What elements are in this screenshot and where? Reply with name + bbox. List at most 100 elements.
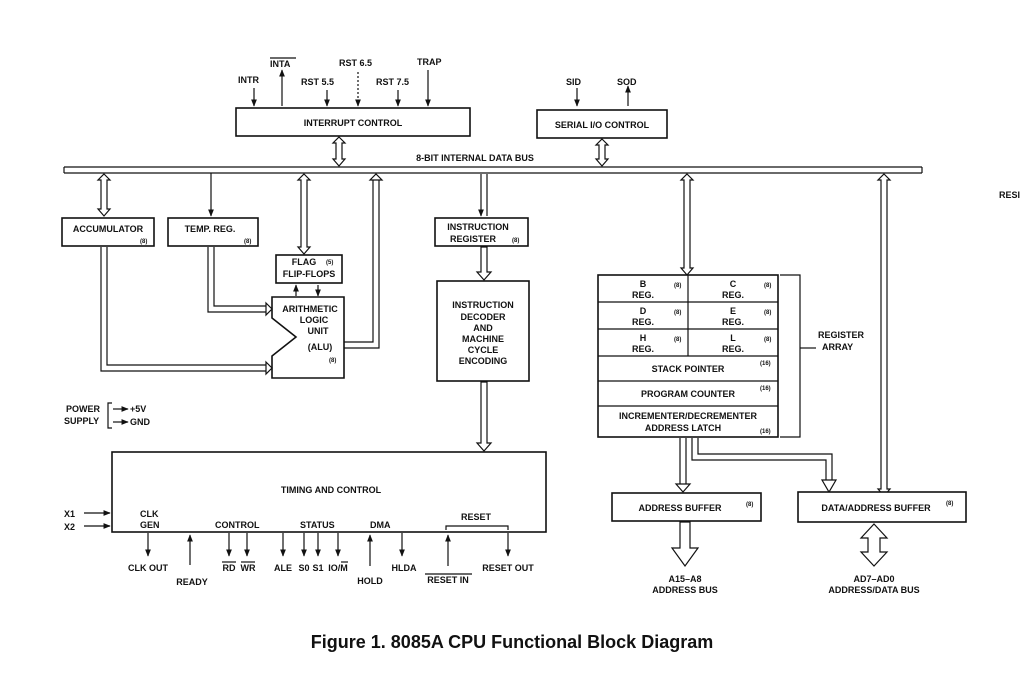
- hlda-label: HLDA: [392, 563, 417, 573]
- timing-control-block: [111, 451, 547, 533]
- bus-label: 8-BIT INTERNAL DATA BUS: [416, 153, 534, 163]
- address-bus-label-2: ADDRESS BUS: [652, 585, 718, 595]
- bottom-signals: [145, 533, 511, 566]
- temp-to-alu: [207, 247, 273, 317]
- serial-io-control-label: SERIAL I/O CONTROL: [555, 120, 650, 130]
- alu-width: (8): [329, 358, 336, 364]
- ir-label-2: REGISTER: [450, 234, 497, 244]
- gnd-label: GND: [130, 417, 151, 427]
- register-array-label-2: ARRAY: [822, 342, 853, 352]
- d-reg-label: D: [640, 306, 647, 316]
- alu-block: [271, 296, 345, 379]
- decoder-label-1: INSTRUCTION: [452, 300, 514, 310]
- ready-label: READY: [176, 577, 208, 587]
- register-array-label-1: REGISTER: [818, 330, 865, 340]
- d-width: (8): [674, 310, 681, 316]
- pc-width: (16): [760, 386, 771, 392]
- temp-reg-width: (8): [244, 239, 251, 245]
- clk-gen-label-2: GEN: [140, 520, 160, 530]
- s0-label: S0: [298, 563, 309, 573]
- intr-label: INTR: [238, 75, 259, 85]
- address-bus-arrow: [670, 521, 700, 568]
- flag-width: (5): [326, 260, 333, 266]
- rd-label: RD: [223, 563, 236, 573]
- reset-in-label: RESET IN: [427, 575, 469, 585]
- alu-label-2: LOGIC: [300, 315, 329, 325]
- sp-width: (16): [760, 361, 771, 367]
- c-reg-word: REG.: [722, 290, 744, 300]
- e-reg-word: REG.: [722, 317, 744, 327]
- flag-label-2: FLIP-FLOPS: [283, 269, 336, 279]
- internal-data-bus: [63, 166, 923, 174]
- clk-gen-label-1: CLK: [140, 509, 159, 519]
- serial-inputs: SID SOD: [566, 77, 637, 107]
- decoder-label-2: DECODER: [460, 312, 506, 322]
- l-width: (8): [764, 337, 771, 343]
- ir-label-1: INSTRUCTION: [447, 222, 509, 232]
- b-width: (8): [674, 283, 681, 289]
- serial-io-control-block: [536, 109, 668, 139]
- power-label-2: SUPPLY: [64, 416, 99, 426]
- figure-caption: Figure 1. 8085A CPU Functional Block Dia…: [310, 632, 714, 652]
- plus5v-label: +5V: [130, 404, 146, 414]
- data-bus-label-1: AD7–AD0: [853, 574, 894, 584]
- x2-label: X2: [64, 522, 75, 532]
- accumulator-block: [61, 217, 155, 247]
- address-buffer-block: [611, 492, 762, 522]
- decoder-label-5: CYCLE: [468, 345, 499, 355]
- wr-label: WR: [241, 563, 256, 573]
- data-address-buffer-block: [797, 491, 967, 523]
- dma-group-label: DMA: [370, 520, 391, 530]
- regarray-to-data-buffer: [691, 438, 838, 494]
- interrupt-inputs: INTR INTA RST 5.5 RST 6.5 RST 7.5 TRAP: [238, 57, 442, 107]
- register-array: [597, 274, 779, 438]
- rst75-label: RST 7.5: [376, 77, 409, 87]
- interrupt-control-label: INTERRUPT CONTROL: [304, 118, 403, 128]
- temp-reg-label: TEMP. REG.: [185, 224, 236, 234]
- reset-group-label: RESET: [461, 512, 492, 522]
- cropped-edge-text: RESI: [998, 190, 1020, 200]
- control-group-label: CONTROL: [215, 520, 260, 530]
- h-reg-label: H: [640, 333, 647, 343]
- regarray-to-address-buffer: [674, 438, 692, 493]
- addr-buf-width: (8): [746, 502, 753, 508]
- alu-label-4: (ALU): [308, 342, 333, 352]
- bus-connectors: [96, 136, 892, 497]
- flag-label-1: FLAG: [292, 257, 317, 267]
- data-bus-arrow: [859, 523, 889, 567]
- l-reg-word: REG.: [722, 344, 744, 354]
- rst55-label: RST 5.5: [301, 77, 334, 87]
- c-reg-label: C: [730, 279, 737, 289]
- sid-label: SID: [566, 77, 582, 87]
- status-group-label: STATUS: [300, 520, 335, 530]
- reset-out-label: RESET OUT: [482, 563, 534, 573]
- flag-flipflops-block: [275, 254, 343, 284]
- timing-control-label: TIMING AND CONTROL: [281, 485, 382, 495]
- e-reg-label: E: [730, 306, 736, 316]
- program-counter-label: PROGRAM COUNTER: [641, 389, 735, 399]
- instruction-decoder-block: [436, 280, 530, 382]
- data-bus-label-2: ADDRESS/DATA BUS: [828, 585, 919, 595]
- address-buffer-label: ADDRESS BUFFER: [638, 503, 722, 513]
- ale-label: ALE: [274, 563, 292, 573]
- inc-width: (16): [760, 429, 771, 435]
- hold-label: HOLD: [357, 576, 383, 586]
- io-m-label: IO/M: [328, 563, 348, 573]
- accumulator-label: ACCUMULATOR: [73, 224, 144, 234]
- stack-pointer-label: STACK POINTER: [652, 364, 725, 374]
- alu-label-3: UNIT: [308, 326, 329, 336]
- register-array-bracket: [780, 274, 801, 438]
- h-reg-word: REG.: [632, 344, 654, 354]
- alu-label-1: ARITHMETIC: [282, 304, 338, 314]
- temp-reg-block: [167, 217, 259, 247]
- l-reg-label: L: [730, 333, 736, 343]
- interrupt-control-block: [235, 107, 471, 137]
- rst65-label: RST 6.5: [339, 58, 372, 68]
- incdec-label-1: INCREMENTER/DECREMENTER: [619, 411, 758, 421]
- b-reg-word: REG.: [632, 290, 654, 300]
- incdec-label-2: ADDRESS LATCH: [645, 423, 721, 433]
- clk-out-label: CLK OUT: [128, 563, 168, 573]
- sod-label: SOD: [617, 77, 637, 87]
- d-reg-word: REG.: [632, 317, 654, 327]
